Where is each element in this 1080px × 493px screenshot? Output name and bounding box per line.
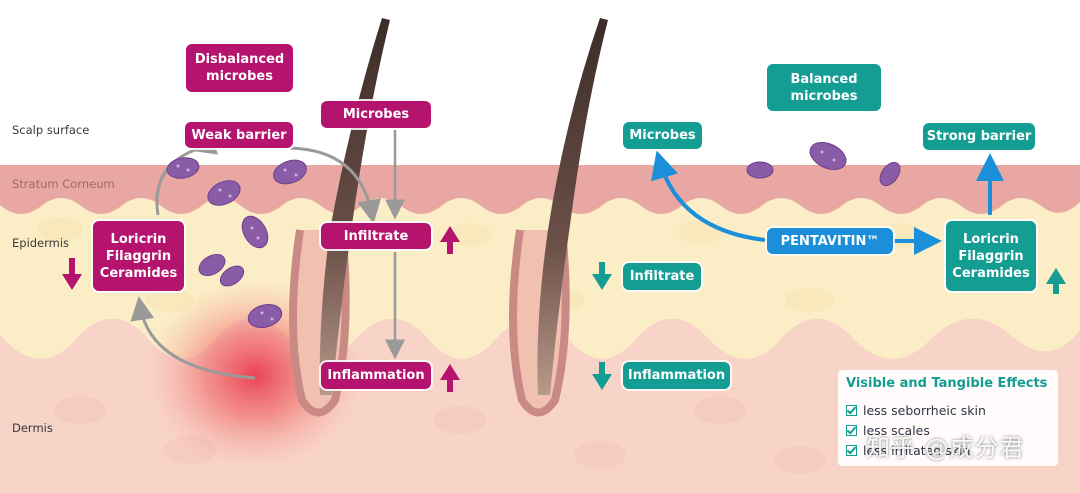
filaggrin-label: Filaggrin bbox=[958, 248, 1024, 264]
stratum-corneum-layer bbox=[0, 165, 1080, 215]
watermark: 知乎 @成分君 bbox=[866, 434, 1025, 462]
effects-title: Visible and Tangible Effects bbox=[846, 376, 1048, 391]
ceramides-label: Ceramides bbox=[952, 265, 1030, 281]
effects-item: less seborrheic skin bbox=[846, 403, 986, 418]
effects-item-label: less irritated skin bbox=[863, 443, 971, 458]
arrow-weak-barrier-to-infiltrate bbox=[289, 146, 382, 224]
inflammation-box-right: Inflammation bbox=[623, 362, 730, 389]
layer-label-stratum-corneum: Stratum Corneum bbox=[12, 177, 115, 191]
hair-icon bbox=[537, 18, 608, 395]
disbalanced-microbes-line-1: Disbalanced bbox=[194, 52, 285, 67]
infiltrate-box-left: Infiltrate bbox=[321, 223, 431, 249]
loricrin-label: Loricrin bbox=[963, 231, 1019, 247]
layer-label-epidermis: Epidermis bbox=[12, 236, 70, 250]
arrow-up-icon bbox=[440, 226, 460, 254]
microbes-box-left: Microbes bbox=[321, 101, 431, 128]
disbalanced-microbes-box: Disbalanced microbes bbox=[186, 44, 293, 92]
layer-label-dermis: Dermis bbox=[12, 421, 53, 435]
hair-icon bbox=[319, 18, 390, 395]
microbe-icon bbox=[166, 141, 901, 329]
balanced-microbes-box: Balanced microbes bbox=[767, 64, 881, 111]
strong-barrier-box: Strong barrier bbox=[923, 123, 1035, 150]
arrow-inflammation-to-loricrin bbox=[130, 296, 256, 380]
checkbox-icon bbox=[846, 445, 857, 456]
loricrin-label: Loricrin bbox=[110, 231, 167, 247]
infiltrate-box-right: Infiltrate bbox=[623, 263, 701, 290]
arrow-pentavitin-to-microbes bbox=[651, 150, 766, 242]
arrow-down-icon bbox=[592, 362, 612, 390]
effects-item-label: less seborrheic skin bbox=[863, 403, 986, 418]
checkbox-icon bbox=[846, 405, 857, 416]
effects-panel: Visible and Tangible Effects less seborr… bbox=[838, 370, 1058, 466]
arrow-down-icon bbox=[592, 262, 612, 290]
arrow-up-icon bbox=[440, 364, 460, 392]
weak-barrier-box: Weak barrier bbox=[185, 122, 293, 148]
effects-item: less scales bbox=[846, 423, 930, 438]
arrow-down-icon bbox=[62, 258, 82, 290]
effects-item: less irritated skin bbox=[846, 443, 970, 458]
balanced-microbes-line-2: microbes bbox=[790, 88, 858, 104]
disbalanced-microbes-line-2: microbes bbox=[206, 69, 273, 84]
effects-item-label: less scales bbox=[863, 423, 930, 438]
arrow-weak-barrier-to-loricrin bbox=[155, 131, 219, 216]
balanced-microbes-line-1: Balanced bbox=[790, 71, 858, 87]
arrow-up-icon bbox=[1046, 268, 1066, 294]
ceramides-label: Ceramides bbox=[99, 265, 178, 281]
filaggrin-label: Filaggrin bbox=[105, 248, 172, 264]
checkbox-icon bbox=[846, 425, 857, 436]
microbes-box-right: Microbes bbox=[623, 122, 702, 149]
loricrin-filaggrin-ceramides-box-left: Loricrin Filaggrin Ceramides bbox=[93, 221, 184, 291]
loricrin-filaggrin-ceramides-box-right: Loricrin Filaggrin Ceramides bbox=[946, 221, 1036, 291]
inflammation-box-left: Inflammation bbox=[321, 362, 431, 389]
pentavitin-box: PENTAVITIN™ bbox=[767, 228, 893, 254]
layer-label-scalp-surface: Scalp surface bbox=[12, 123, 90, 137]
